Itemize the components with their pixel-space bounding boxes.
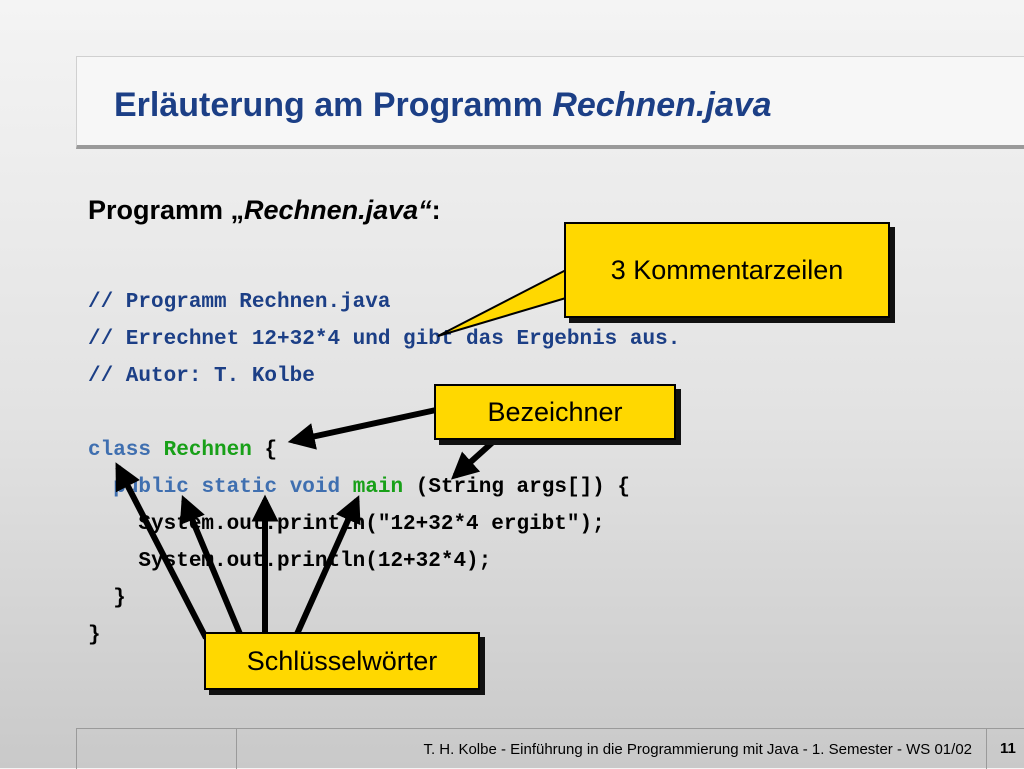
code-print-line-2: System.out.println(12+32*4);	[88, 550, 492, 573]
code-method-rest: (String args[]) {	[403, 476, 630, 499]
arrow-to-public	[179, 495, 243, 636]
footer-divider-mid	[236, 729, 237, 769]
slide-title-filename: Rechnen.java	[552, 86, 772, 124]
footer-divider-right	[986, 729, 987, 769]
code-close-method: }	[88, 587, 126, 610]
code-class-line: class Rechnen {	[88, 439, 277, 462]
slide-title: Erläuterung am Programm Rechnen.java	[114, 86, 772, 125]
identifier-main: main	[352, 476, 404, 499]
keyword-static: static	[201, 476, 278, 499]
title-bar	[76, 56, 1024, 149]
code-close-class: }	[88, 624, 101, 647]
footer-divider-left	[76, 729, 77, 769]
keyword-class: class	[88, 439, 152, 462]
program-heading-filename: Rechnen.java“	[244, 195, 432, 225]
code-class-rest: {	[251, 439, 278, 462]
identifier-rechnen: Rechnen	[163, 439, 252, 462]
code-comment-line-3: // Autor: T. Kolbe	[88, 365, 315, 388]
callout-keywords: Schlüsselwörter	[204, 632, 480, 690]
callout-comment-lines: 3 Kommentarzeilen	[564, 222, 890, 318]
arrow-to-class	[115, 462, 209, 640]
arrow-to-void	[294, 495, 361, 636]
page-number: 11	[1000, 740, 1016, 757]
program-heading-prefix: Programm „	[88, 195, 245, 225]
program-heading: Programm „Rechnen.java“:	[88, 195, 441, 226]
footer-text: T. H. Kolbe - Einführung in die Programm…	[423, 741, 972, 758]
code-print-line-1: System.out.println("12+32*4 ergibt");	[138, 513, 605, 536]
keyword-void: void	[289, 476, 341, 499]
arrow-to-rechnen	[287, 407, 437, 450]
comment-callout-pointer	[437, 268, 567, 337]
footer: T. H. Kolbe - Einführung in die Programm…	[76, 728, 1024, 769]
callout-identifiers: Bezeichner	[434, 384, 676, 440]
code-comment-line-1: // Programm Rechnen.java	[88, 291, 391, 314]
program-heading-suffix: :	[431, 195, 441, 225]
slide-title-text: Erläuterung am Programm	[114, 86, 543, 124]
arrow-to-main	[450, 438, 497, 480]
